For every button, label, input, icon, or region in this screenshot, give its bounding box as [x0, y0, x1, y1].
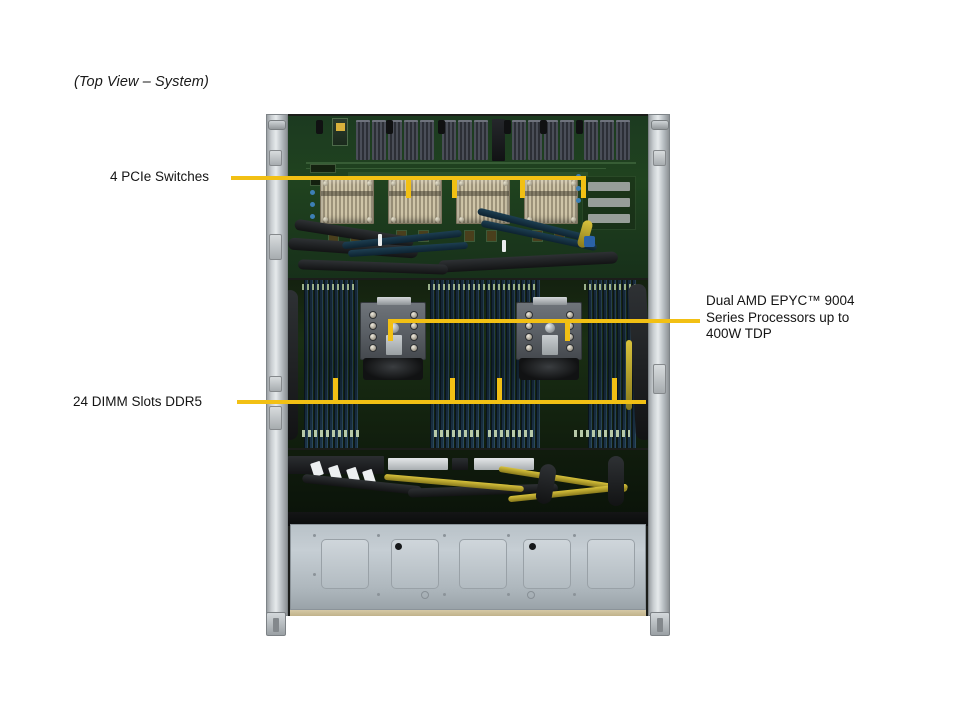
leader-prong-pcie — [406, 176, 411, 198]
leader-prong-cpu — [565, 319, 570, 341]
pcie-switch-heatsink — [524, 178, 578, 224]
cpu-heatsink-1 — [360, 297, 426, 360]
rail-notch — [269, 150, 282, 166]
fan-wall-tab — [576, 120, 583, 134]
io-heatsink-row — [306, 119, 636, 161]
rail-notch — [653, 364, 666, 394]
server-top-view-photo — [264, 114, 672, 636]
cpu-heatsink-2 — [516, 297, 582, 360]
rail-notch — [269, 376, 282, 392]
leader-line-dimm — [237, 400, 646, 404]
rack-mount-foot-right — [650, 612, 670, 636]
leader-prong-dimm — [450, 378, 455, 402]
pcie-switch-board — [288, 116, 648, 278]
cpu-fan-1 — [363, 358, 423, 380]
callout-cpu: Dual AMD EPYC™ 9004 Series Processors up… — [706, 293, 855, 343]
callout-cpu-line1: Dual AMD EPYC™ 9004 — [706, 293, 855, 308]
leader-prong-dimm — [612, 378, 617, 402]
rail-ear — [268, 120, 286, 130]
chassis-interior — [288, 114, 648, 616]
edge-connector — [332, 118, 348, 146]
leader-line-pcie — [231, 176, 428, 180]
callout-cpu-line3: 400W TDP — [706, 326, 772, 341]
fan-wall-tab — [386, 120, 393, 134]
fan-wall-tab — [540, 120, 547, 134]
pcie-switch-heatsink — [388, 178, 442, 224]
air-shroud-panel — [290, 524, 646, 610]
fan-wall-tab — [316, 120, 323, 134]
leader-prong-pcie — [520, 176, 525, 198]
callout-dimm-slots: 24 DIMM Slots DDR5 — [73, 394, 202, 411]
callout-dimm-label: 24 DIMM Slots DDR5 — [73, 394, 203, 409]
chassis-rail-left — [266, 114, 288, 616]
leader-prong-dimm — [497, 378, 502, 402]
rail-notch — [653, 150, 666, 166]
shroud-cutout — [459, 539, 507, 589]
leader-prong-pcie — [581, 176, 586, 198]
view-title: (Top View – System) — [74, 74, 209, 90]
leader-prong-cpu — [388, 319, 393, 341]
shroud-cutout — [587, 539, 635, 589]
callout-pcie-switches: 4 PCIe Switches — [110, 169, 209, 186]
dimm-bank — [430, 280, 484, 448]
leader-line-pcie — [406, 176, 586, 180]
rail-notch — [269, 234, 282, 260]
callout-pcie-label: 4 PCIe Switches — [110, 169, 210, 184]
chassis-front-strip — [290, 610, 646, 616]
callout-cpu-line2: Series Processors up to — [706, 309, 850, 325]
fan-wall-tab — [438, 120, 445, 134]
fan-wall-tab — [504, 120, 511, 134]
leader-prong-pcie — [452, 176, 457, 198]
lower-cable-area — [288, 450, 648, 512]
rail-notch — [269, 406, 282, 430]
cpu-fan-2 — [519, 358, 579, 380]
rail-ear — [651, 120, 669, 130]
shroud-cutout — [321, 539, 369, 589]
pcie-switch-heatsink — [320, 178, 374, 224]
leader-prong-dimm — [333, 378, 338, 402]
rack-mount-foot-left — [266, 612, 286, 636]
dimm-bank — [304, 280, 358, 448]
fan-wall-bar — [288, 512, 648, 526]
leader-line-cpu — [388, 319, 700, 323]
cpu-dimm-board — [288, 280, 648, 448]
